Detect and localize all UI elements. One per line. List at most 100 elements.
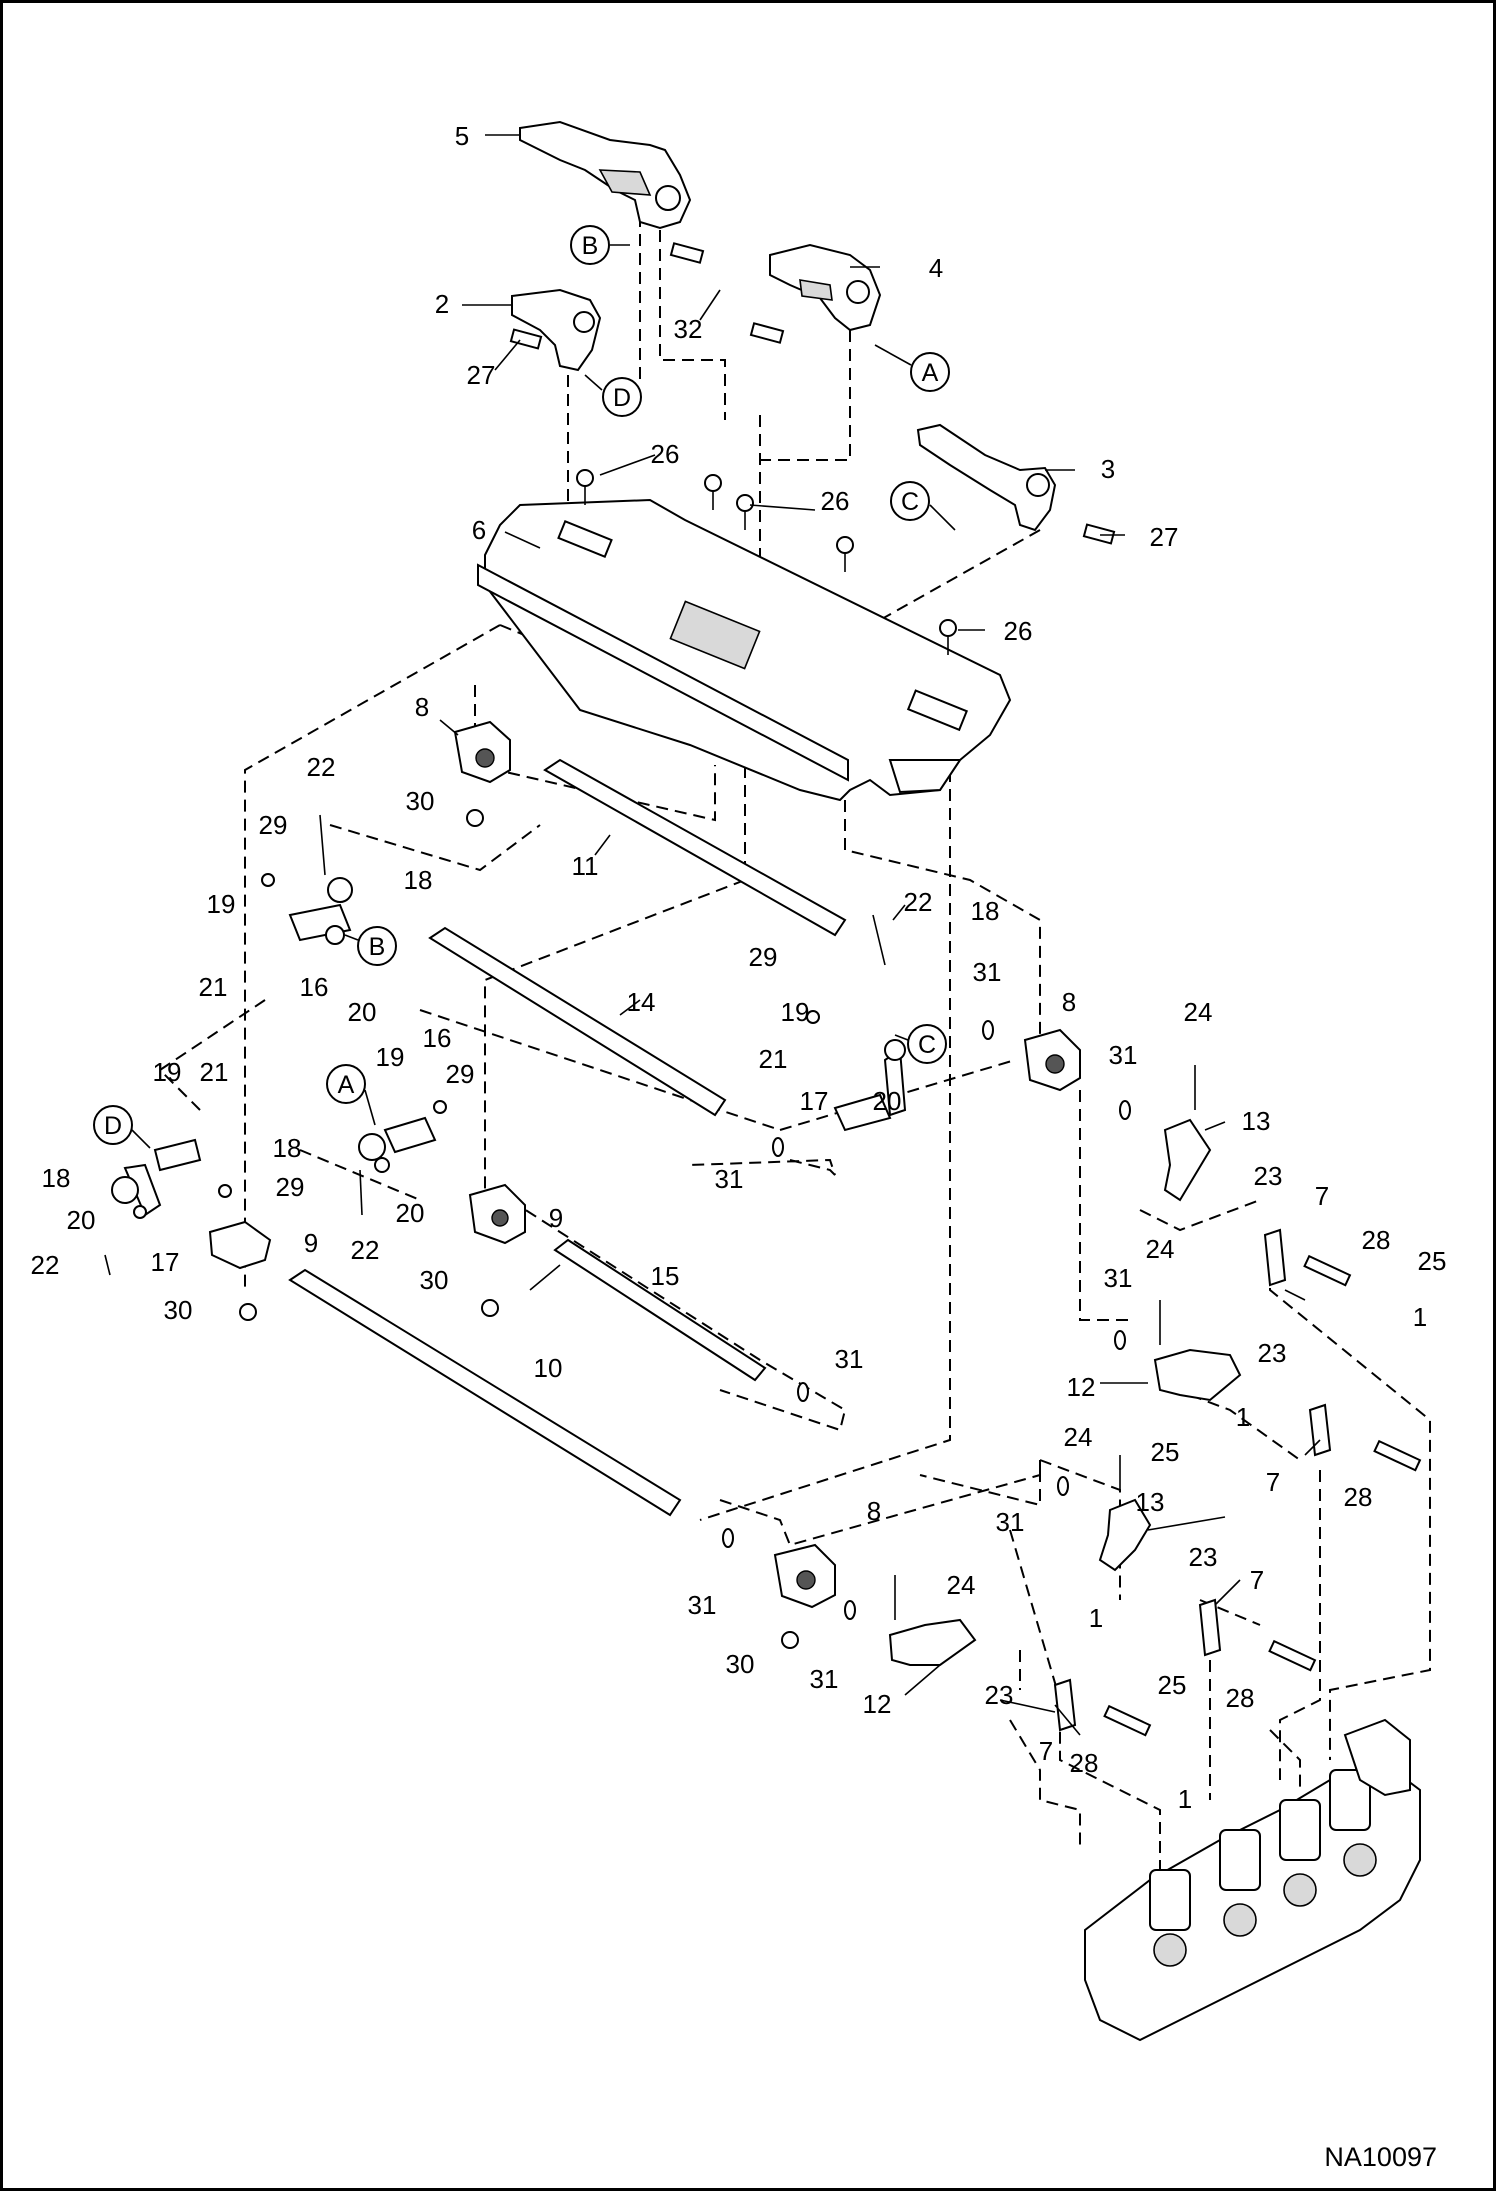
svg-text:C: C: [901, 488, 919, 516]
connector-A-lower: A: [326, 1064, 366, 1104]
callout-23-d: 23: [985, 1680, 1014, 1710]
callout-23-c: 23: [1189, 1542, 1218, 1572]
rod-10: [288, 1268, 682, 1517]
handle-3: [916, 423, 1057, 532]
connector-B-top: B: [570, 225, 610, 265]
svg-text:C: C: [918, 1031, 936, 1059]
callout-7-c: 7: [1250, 1565, 1264, 1595]
callout-22-a: 22: [307, 752, 336, 782]
rod-11: [543, 758, 847, 937]
callout-4: 4: [929, 253, 943, 283]
callout-31-g: 31: [688, 1590, 717, 1620]
callout-27-left: 27: [467, 360, 496, 390]
drawing-id: NA10097: [1324, 2142, 1437, 2172]
mounting-plate-6: [477, 498, 1012, 802]
callout-17-a: 17: [800, 1086, 829, 1116]
control-valve-body: [1084, 1718, 1421, 2042]
callout-11: 11: [572, 851, 599, 881]
pins-28: [1103, 1254, 1422, 1737]
callout-3: 3: [1101, 454, 1115, 484]
connector-D-lower: D: [93, 1105, 133, 1145]
callout-numbers: 5 4 2 32 27 3 27 26 26 26 6 8 22 30 29 1…: [31, 121, 1447, 1814]
svg-text:A: A: [922, 359, 939, 387]
callout-26-b: 26: [821, 486, 850, 516]
svg-text:A: A: [338, 1071, 355, 1099]
callout-12-b: 12: [863, 1689, 892, 1719]
callout-16-b: 16: [423, 1023, 452, 1053]
callout-31-f: 31: [996, 1507, 1025, 1537]
callout-12-a: 12: [1067, 1372, 1096, 1402]
leader-lines: [439, 134, 1321, 1736]
bolts-32-27: [509, 242, 1116, 545]
callout-1-c: 1: [1089, 1603, 1103, 1633]
callout-1-d: 1: [1178, 1784, 1192, 1814]
arm-13-upper: [1163, 1065, 1212, 1202]
callout-19-d: 19: [153, 1057, 182, 1087]
bearing-8-mid: [1023, 1028, 1081, 1092]
callout-18-a: 18: [404, 865, 433, 895]
o-rings: [722, 1020, 1131, 1620]
callout-2: 2: [435, 289, 449, 319]
callout-9-mid: 9: [549, 1203, 563, 1233]
bearing-8-low: [773, 1543, 836, 1609]
handle-5: [519, 120, 692, 230]
callout-28-b: 28: [1344, 1482, 1373, 1512]
callout-24-a: 24: [1184, 997, 1213, 1027]
callout-31-d: 31: [1104, 1263, 1133, 1293]
arm-13-lower: [1098, 1455, 1152, 1572]
rod-15: [553, 1238, 767, 1382]
callout-29-c: 29: [446, 1059, 475, 1089]
callout-20-d: 20: [67, 1205, 96, 1235]
callout-8-low: 8: [867, 1496, 881, 1526]
arm-12-lower: [888, 1575, 977, 1666]
connector-markers: A B C D B C A D: [93, 225, 950, 1145]
bearing-9-mid: [468, 1183, 526, 1245]
linkage-top-left: [288, 814, 353, 945]
callout-10: 10: [534, 1353, 563, 1383]
callout-30-c: 30: [164, 1295, 193, 1325]
callout-20-c: 20: [396, 1198, 425, 1228]
callout-24-d: 24: [947, 1570, 976, 1600]
callout-17-b: 17: [151, 1247, 180, 1277]
callout-22-d: 22: [31, 1250, 60, 1280]
callout-18-b: 18: [971, 896, 1000, 926]
callout-1-a: 1: [1413, 1302, 1427, 1332]
callout-9-left: 9: [304, 1228, 318, 1258]
callout-15: 15: [651, 1261, 680, 1291]
callout-16-a: 16: [300, 972, 329, 1002]
callout-24-c: 24: [1064, 1422, 1093, 1452]
connector-C-lower: C: [907, 1024, 947, 1064]
callout-25-b: 25: [1151, 1437, 1180, 1467]
callout-31-b: 31: [1109, 1040, 1138, 1070]
svg-text:D: D: [104, 1112, 122, 1140]
arm-12-upper: [1153, 1300, 1242, 1402]
callout-24-b: 24: [1146, 1234, 1175, 1264]
callout-28-a: 28: [1362, 1225, 1391, 1255]
callout-30-a: 30: [406, 786, 435, 816]
callout-26-a: 26: [651, 439, 680, 469]
callout-20-b: 20: [873, 1086, 902, 1116]
callout-23-b: 23: [1258, 1338, 1287, 1368]
callout-22-c: 22: [351, 1235, 380, 1265]
nuts: [218, 809, 820, 1649]
callout-19-b: 19: [781, 997, 810, 1027]
callout-6: 6: [472, 515, 486, 545]
callout-8-top: 8: [415, 692, 429, 722]
bolts-26: [576, 469, 957, 655]
bearing-9-left: [208, 1220, 272, 1270]
clips-7: [1053, 1228, 1332, 1732]
callout-31-h: 31: [810, 1664, 839, 1694]
callout-25-c: 25: [1158, 1670, 1187, 1700]
callout-28-c: 28: [1226, 1683, 1255, 1713]
handle-2: [511, 288, 602, 372]
callout-29-a: 29: [259, 810, 288, 840]
callout-21-b: 21: [759, 1044, 788, 1074]
callout-21-c: 21: [200, 1057, 229, 1087]
callout-1-b: 1: [1236, 1402, 1250, 1432]
callout-22-b: 22: [904, 887, 933, 917]
callout-23-a: 23: [1254, 1161, 1283, 1191]
callout-27-right: 27: [1150, 522, 1179, 552]
svg-text:B: B: [369, 933, 386, 961]
linkage-mid: [358, 1116, 437, 1216]
